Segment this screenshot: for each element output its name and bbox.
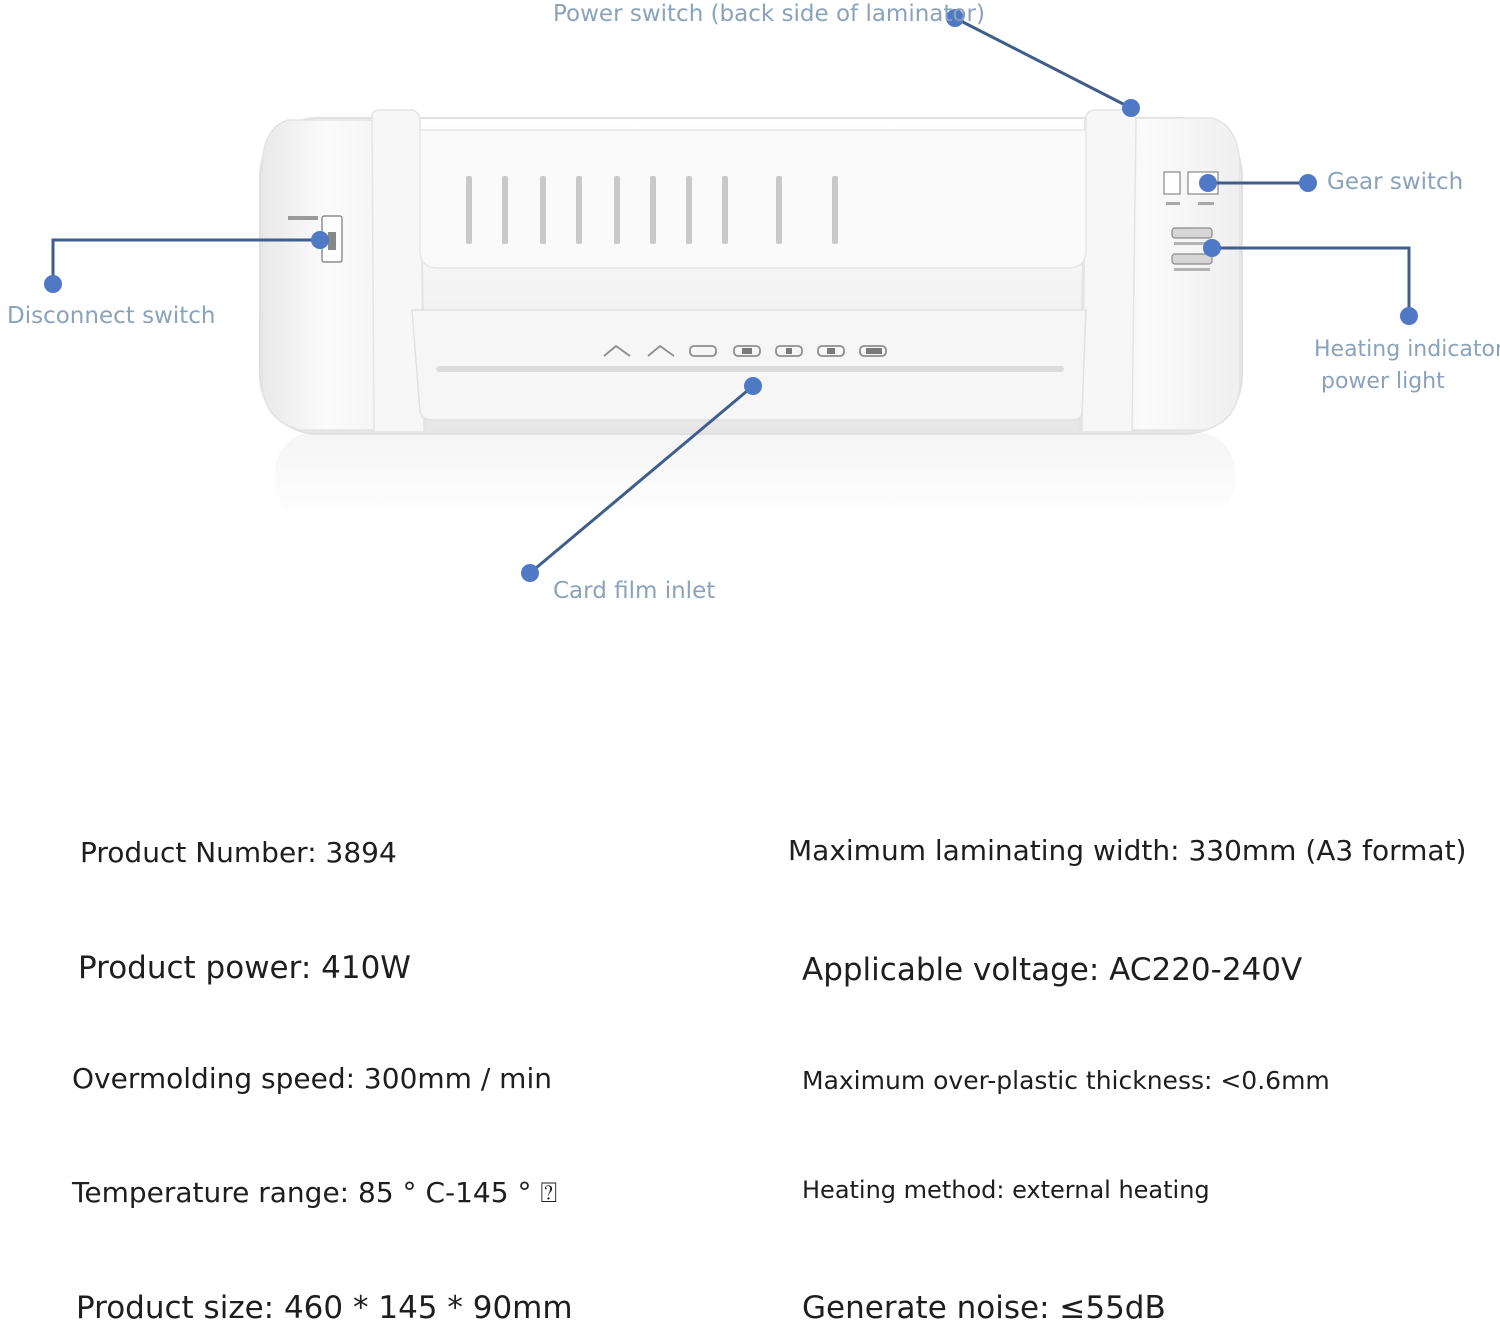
callout-dots xyxy=(44,9,1418,582)
spec-product-number: Product Number: 3894 xyxy=(80,836,397,869)
disconnect-switch-label: Disconnect switch xyxy=(7,303,216,329)
heating-indicator-label-line1: Heating indicator xyxy=(1314,337,1500,362)
spec-overmolding-speed: Overmolding speed: 300mm / min xyxy=(72,1062,552,1095)
power-switch-label: Power switch (back side of laminator) xyxy=(553,1,985,27)
heating-indicator-label-line2: power light xyxy=(1321,369,1445,394)
card-film-inlet-leader xyxy=(529,384,754,575)
callout-dot-icon xyxy=(1122,99,1140,117)
spec-heating-method: Heating method: external heating xyxy=(802,1176,1210,1204)
spec-temperature-range: Temperature range: 85 ° C-145 ° ⍰ xyxy=(72,1176,558,1209)
power-switch-leader xyxy=(954,16,1132,110)
callout-lines xyxy=(51,16,1411,575)
callout-dot-icon xyxy=(521,564,539,582)
callout-dot-icon xyxy=(1203,239,1221,257)
callout-dot-icon xyxy=(1299,174,1317,192)
callout-dot-icon xyxy=(1199,174,1217,192)
callout-dot-icon xyxy=(946,9,964,27)
gear-switch-label: Gear switch xyxy=(1327,169,1464,195)
card-film-inlet-label: Card film inlet xyxy=(553,578,716,604)
callout-dot-icon xyxy=(744,377,762,395)
spec-max-thickness: Maximum over-plastic thickness: <0.6mm xyxy=(802,1066,1330,1095)
spec-applicable-voltage: Applicable voltage: AC220-240V xyxy=(802,952,1303,988)
callout-dot-icon xyxy=(44,275,62,293)
callout-dot-icon xyxy=(1400,307,1418,325)
heating-indicator-leader xyxy=(1212,246,1411,316)
laminator-device-image xyxy=(259,109,1243,522)
spec-generate-noise: Generate noise: ≤55dB xyxy=(802,1290,1166,1326)
spec-max-laminating-width: Maximum laminating width: 330mm (A3 form… xyxy=(788,834,1467,867)
spec-product-power: Product power: 410W xyxy=(78,950,411,986)
disconnect-switch-leader xyxy=(51,238,320,284)
callout-dot-icon xyxy=(311,231,329,249)
spec-product-size: Product size: 460 * 145 * 90mm xyxy=(76,1290,573,1326)
